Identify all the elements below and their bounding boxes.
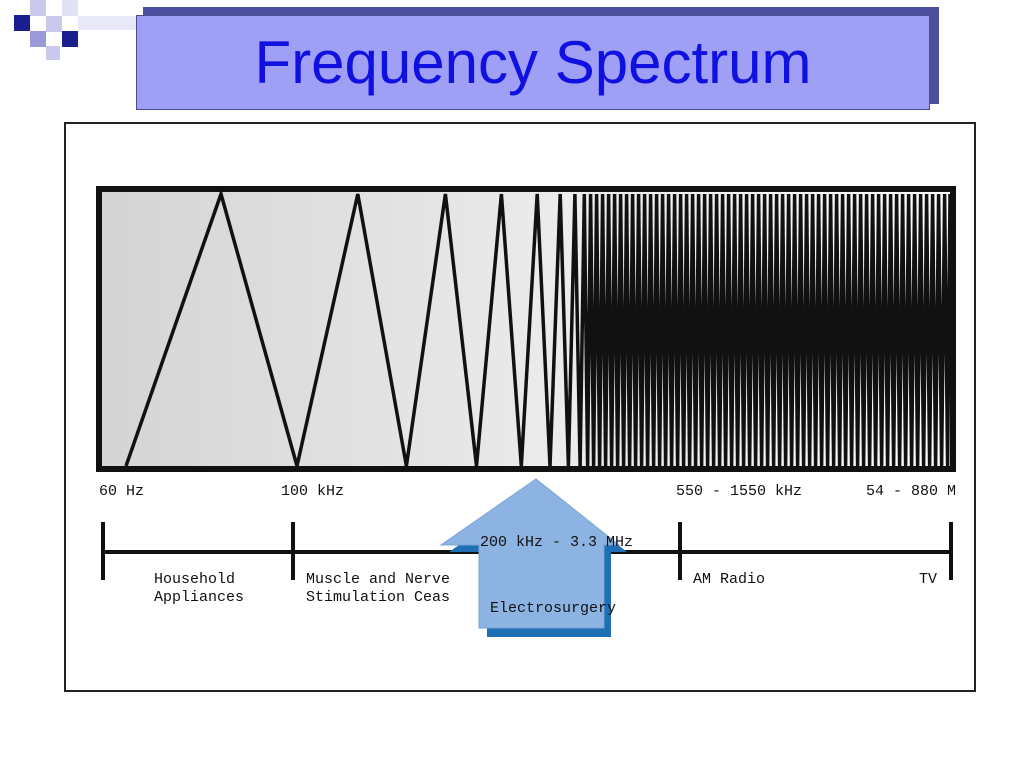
label-tv-range: 54 - 880 M	[866, 483, 956, 500]
arrow-electrosurgery-label: Electrosurgery	[490, 600, 616, 617]
corner-decoration	[0, 0, 138, 70]
label-60hz: 60 Hz	[99, 483, 144, 500]
title-box: Frequency Spectrum	[136, 15, 930, 110]
label-100khz: 100 kHz	[281, 483, 344, 500]
electrosurgery-arrow: 200 kHz - 3.3 MHz Electrosurgery	[439, 478, 633, 637]
arrow-body	[439, 478, 621, 629]
band-household: Household Appliances	[154, 571, 244, 606]
band-am-radio: AM Radio	[693, 571, 765, 588]
band-tv: TV	[919, 571, 937, 588]
arrow-range-label: 200 kHz - 3.3 MHz	[480, 534, 633, 551]
slide-title: Frequency Spectrum	[254, 29, 812, 96]
label-am-range: 550 - 1550 kHz	[676, 483, 802, 500]
spectrum-figure: 60 Hz 100 kHz 550 - 1550 kHz 54 - 880 M …	[64, 122, 976, 692]
frequency-wave	[124, 188, 952, 467]
spectrum-wave-box	[96, 186, 956, 472]
band-muscle-nerve: Muscle and Nerve Stimulation Ceas	[306, 571, 459, 606]
spectrum-svg: 60 Hz 100 kHz 550 - 1550 kHz 54 - 880 M …	[96, 186, 956, 637]
